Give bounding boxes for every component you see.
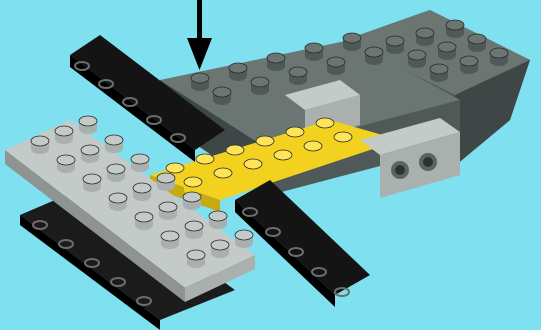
yellow-stud xyxy=(226,145,244,163)
dark-gray-stud xyxy=(267,53,285,71)
light-gray-stud xyxy=(57,155,75,173)
dark-gray-stud xyxy=(305,43,323,61)
dark-gray-stud xyxy=(251,77,269,95)
yellow-stud xyxy=(334,132,352,150)
light-gray-stud xyxy=(107,164,125,182)
light-gray-stud xyxy=(31,136,49,154)
light-gray-stud xyxy=(235,230,253,248)
light-gray-stud xyxy=(55,126,73,144)
light-gray-stud xyxy=(157,173,175,191)
light-gray-stud xyxy=(209,211,227,229)
slope-stud xyxy=(446,20,464,38)
slope-stud xyxy=(460,56,478,74)
yellow-stud xyxy=(304,141,322,159)
yellow-stud xyxy=(214,168,232,186)
dark-gray-stud xyxy=(191,73,209,91)
slope-stud xyxy=(408,50,426,68)
light-gray-stud xyxy=(133,183,151,201)
yellow-stud xyxy=(256,136,274,154)
dark-gray-stud xyxy=(365,47,383,65)
light-gray-stud xyxy=(161,231,179,249)
slope-stud xyxy=(386,36,404,54)
light-gray-stud xyxy=(79,116,97,134)
slope-stud xyxy=(468,34,486,52)
dark-gray-stud xyxy=(327,57,345,75)
light-gray-stud xyxy=(185,221,203,239)
light-gray-stud xyxy=(131,154,149,172)
yellow-stud xyxy=(316,118,334,136)
light-gray-stud xyxy=(187,250,205,268)
slope-stud xyxy=(438,42,456,60)
slope-stud xyxy=(416,28,434,46)
slope-stud xyxy=(430,64,448,82)
light-gray-stud xyxy=(183,192,201,210)
dark-gray-stud xyxy=(229,63,247,81)
yellow-stud xyxy=(244,159,262,177)
dark-gray-stud xyxy=(213,87,231,105)
dark-gray-stud xyxy=(343,33,361,51)
light-gray-stud xyxy=(135,212,153,230)
dark-gray-stud xyxy=(289,67,307,85)
light-gray-stud xyxy=(83,174,101,192)
yellow-stud xyxy=(196,154,214,172)
light-gray-stud xyxy=(159,202,177,220)
yellow-stud xyxy=(286,127,304,145)
light-gray-stud xyxy=(81,145,99,163)
light-gray-stud xyxy=(211,240,229,258)
light-gray-stud xyxy=(105,135,123,153)
slope-stud xyxy=(490,48,508,66)
yellow-stud xyxy=(274,150,292,168)
light-gray-stud xyxy=(109,193,127,211)
